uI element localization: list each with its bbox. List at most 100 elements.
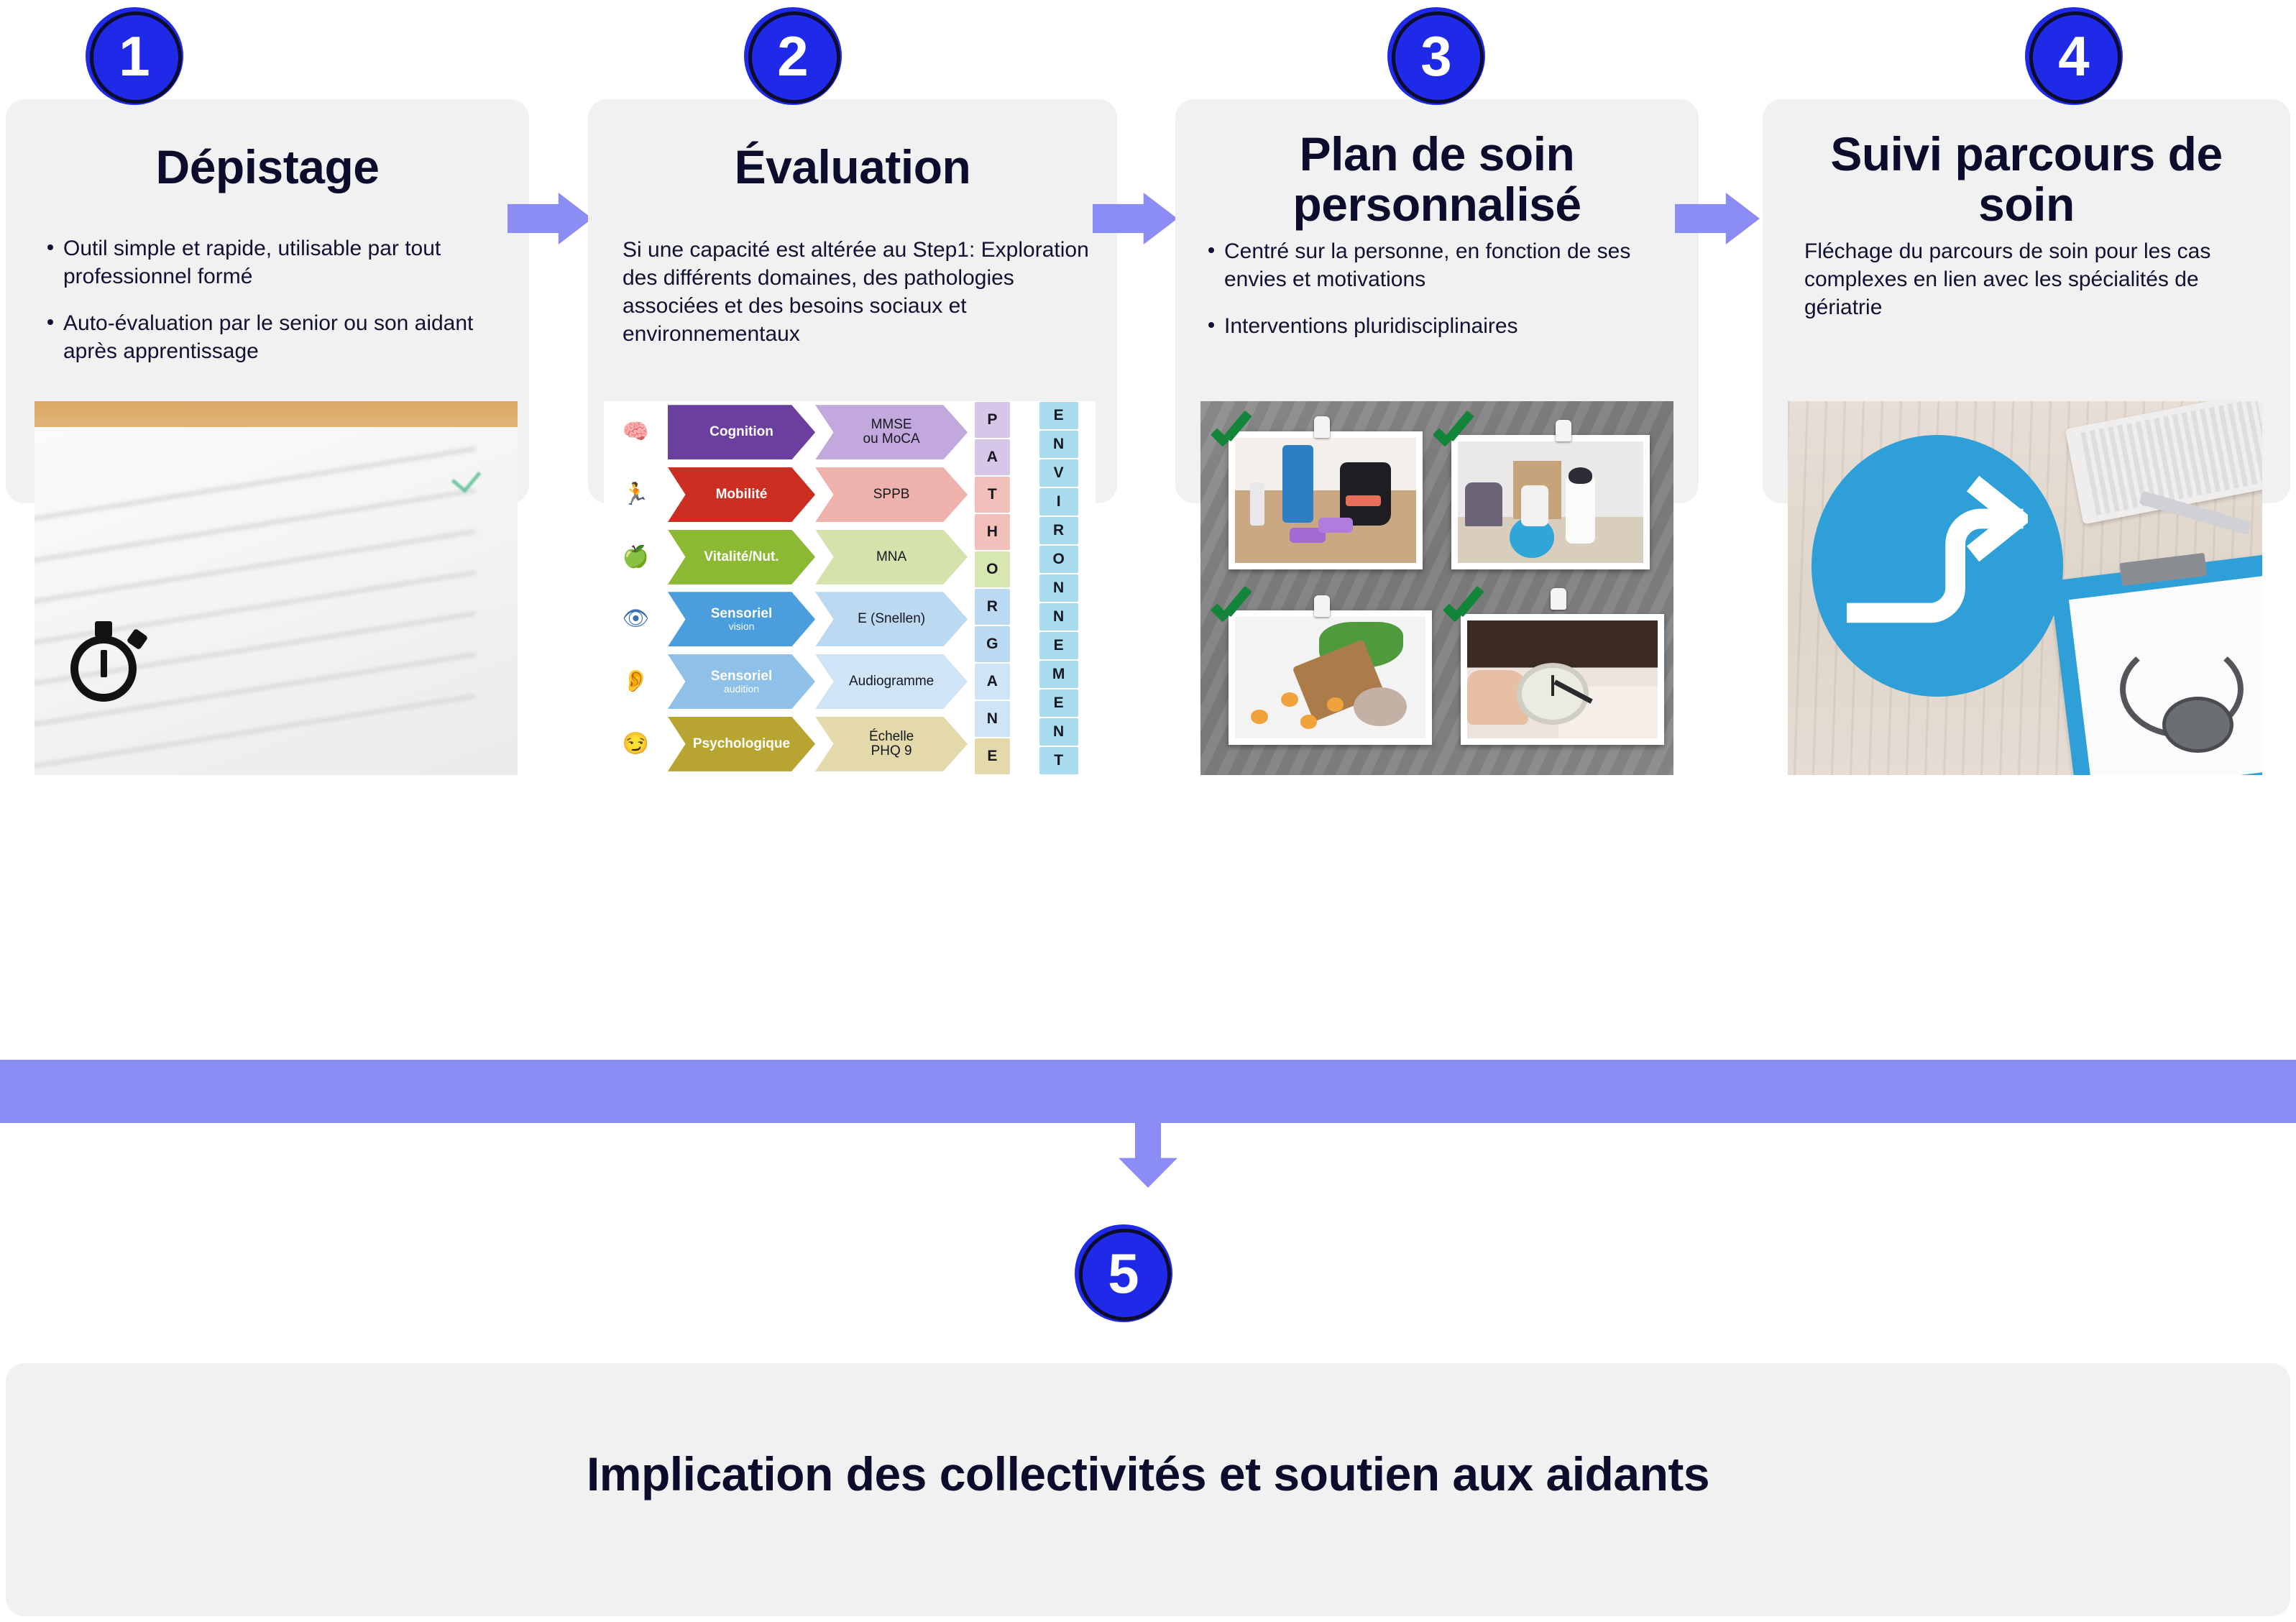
- step-4-body: Fléchage du parcours de soin pour les ca…: [1804, 237, 2264, 321]
- path-letter: R: [974, 589, 1010, 625]
- domain-label: Psychologique: [692, 736, 791, 751]
- path-letter: H: [974, 514, 1010, 550]
- env-letter: M: [1039, 661, 1078, 688]
- tool-column: MMSE ou MoCA SPPB MNA E (Snellen) Audiog…: [815, 401, 968, 775]
- step-badge-5[interactable]: 5: [1075, 1224, 1172, 1322]
- step-card-1[interactable]: Dépistage Outil simple et rapide, utilis…: [6, 99, 529, 775]
- path-letter: E: [974, 738, 1010, 774]
- domain-label: Sensoriel: [710, 668, 773, 684]
- path-letter: T: [974, 477, 1010, 513]
- step-1-title: Dépistage: [155, 140, 380, 193]
- step-3-bullet-2: Interventions pluridisciplinaires: [1203, 312, 1677, 340]
- path-letter: N: [974, 701, 1010, 737]
- badge-ring: [1079, 1229, 1171, 1321]
- domain-label: Mobilité: [715, 487, 768, 503]
- env-letter: N: [1039, 718, 1078, 746]
- photo-exercise-equipment: [1235, 437, 1417, 563]
- column-gap: [1017, 401, 1032, 775]
- step-4-media-pathway-photo: [1788, 401, 2262, 775]
- step-3-media-photo-board: [1200, 401, 1673, 775]
- notebook-paper: [35, 427, 518, 775]
- step-3-title: Plan de soin personnalisé: [1292, 127, 1581, 231]
- photo-physiotherapy-session: [1457, 441, 1644, 563]
- step-3-bullet-1: Centré sur la personne, en fonction de s…: [1203, 237, 1677, 293]
- step-2-title: Évaluation: [734, 140, 971, 193]
- path-letter: A: [974, 439, 1010, 475]
- polaroid-food: [1229, 610, 1433, 746]
- stopwatch-icon: [63, 617, 157, 710]
- badge-ring: [748, 12, 840, 104]
- connector-arrow-down: [1119, 1122, 1177, 1188]
- step-1-media-stopwatch-photo: [35, 401, 518, 775]
- tool-label: Audiogramme: [815, 654, 968, 710]
- path-letter: A: [974, 664, 1010, 700]
- photo-sleep-alarm-clock: [1466, 620, 1658, 739]
- domain-column: Cognition Mobilité Vitalité/Nut. Sensori…: [667, 401, 816, 775]
- step-1-body: Outil simple et rapide, utilisable par t…: [42, 234, 502, 384]
- env-letter: R: [1039, 517, 1078, 544]
- pin-icon: [1313, 595, 1330, 618]
- environnement-column: E N V I R O N N E M E N T: [1032, 401, 1085, 775]
- badge-ring: [1392, 12, 1484, 104]
- polaroid-exercise: [1229, 431, 1423, 569]
- env-letter: E: [1039, 689, 1078, 717]
- tool-label: MNA: [815, 529, 968, 585]
- tool-label: Échelle PHQ 9: [815, 716, 968, 771]
- step-2-media-assessment-diagram: 🧠 🏃 🍏 👁 👂 😏 Cognition Mobilité Vitalité/…: [604, 401, 1096, 775]
- green-check-icon: [1432, 420, 1477, 453]
- domain-icon-column: 🧠 🏃 🍏 👁 👂 😏: [604, 401, 668, 775]
- brain-icon: 🧠: [622, 420, 650, 444]
- step-card-3[interactable]: Plan de soin personnalisé Centré sur la …: [1175, 99, 1699, 775]
- env-letter: O: [1039, 546, 1078, 573]
- step-2-paragraph: Si une capacité est altérée au Step1: Ex…: [623, 238, 1089, 346]
- domain-sublabel: vision: [728, 620, 755, 632]
- domain-sublabel: audition: [723, 682, 760, 695]
- tool-label: SPPB: [815, 467, 968, 523]
- path-letter: P: [974, 402, 1010, 438]
- walking-icon: 🏃: [622, 482, 650, 506]
- step-card-2[interactable]: Évaluation Si une capacité est altérée a…: [588, 99, 1117, 775]
- tool-label: MMSE ou MoCA: [815, 405, 968, 460]
- step-badge-2[interactable]: 2: [744, 7, 842, 105]
- mood-icon: 😏: [622, 731, 650, 756]
- step-1-bullet-1: Outil simple et rapide, utilisable par t…: [42, 234, 502, 290]
- pin-icon: [1550, 588, 1566, 610]
- polaroid-sleep: [1460, 614, 1664, 746]
- env-letter: N: [1039, 603, 1078, 631]
- env-letter: I: [1039, 488, 1078, 516]
- apple-icon: 🍏: [622, 544, 650, 569]
- env-letter: N: [1039, 431, 1078, 458]
- step-4-title: Suivi parcours de soin: [1830, 127, 2223, 231]
- domain-label: Vitalité/Nut.: [704, 549, 779, 564]
- pathorgane-column: P A T H O R G A N E: [968, 401, 1016, 775]
- env-letter: N: [1039, 574, 1078, 602]
- step-badge-3[interactable]: 3: [1387, 7, 1485, 105]
- env-letter: E: [1039, 632, 1078, 659]
- step-card-4[interactable]: Suivi parcours de soin Fléchage du parco…: [1763, 99, 2290, 775]
- badge-ring: [90, 12, 182, 104]
- final-step-card[interactable]: Implication des collectivités et soutien…: [6, 1363, 2290, 1616]
- green-check-icon: [1210, 420, 1254, 453]
- path-letter: G: [974, 626, 1010, 662]
- badge-ring: [2029, 12, 2121, 104]
- step-4-paragraph: Fléchage du parcours de soin pour les ca…: [1804, 239, 2211, 319]
- env-letter: T: [1039, 747, 1078, 774]
- pin-icon: [1555, 420, 1571, 441]
- photo-healthy-food: [1235, 617, 1426, 739]
- polaroid-physio: [1451, 434, 1650, 569]
- eye-icon: 👁: [622, 607, 650, 631]
- final-step-title: Implication des collectivités et soutien…: [586, 1447, 1710, 1500]
- ear-icon: 👂: [622, 669, 650, 694]
- pin-icon: [1313, 416, 1330, 438]
- green-check-icon: [1210, 595, 1254, 628]
- tool-label: E (Snellen): [815, 592, 968, 647]
- step-3-body: Centré sur la personne, en fonction de s…: [1203, 237, 1677, 359]
- domain-label: Cognition: [710, 424, 773, 440]
- step-badge-4[interactable]: 4: [2025, 7, 2123, 105]
- step-1-bullet-2: Auto-évaluation par le senior ou son aid…: [42, 309, 502, 365]
- step-badge-1[interactable]: 1: [86, 7, 183, 105]
- path-letter: O: [974, 551, 1010, 587]
- env-letter: E: [1039, 402, 1078, 429]
- step-2-body: Si une capacité est altérée au Step1: Ex…: [623, 236, 1097, 348]
